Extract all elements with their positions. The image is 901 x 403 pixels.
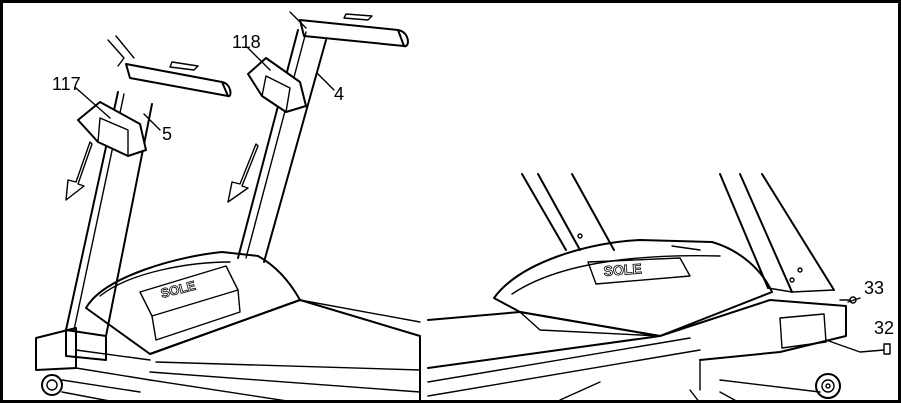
down-arrow-icon — [227, 143, 259, 203]
deck-left — [149, 299, 421, 403]
right-panel: SOLE 33 32 — [427, 173, 894, 403]
screw-32 — [883, 343, 891, 355]
motor-hood-right — [493, 239, 773, 337]
right-console-logo: SOLE — [603, 260, 642, 279]
right-upright — [237, 11, 409, 263]
deck-right — [427, 299, 847, 403]
part-label-5: 5 — [162, 124, 172, 144]
down-arrow-icon — [65, 141, 93, 201]
part-label-4: 4 — [334, 84, 344, 104]
part-117-bracket — [75, 87, 147, 157]
left-panel: SOLE 117 5 118 4 — [35, 11, 421, 403]
part-label-117: 117 — [52, 74, 81, 94]
base-frame-left — [35, 327, 151, 403]
motor-hood-left — [85, 251, 301, 355]
part-118-bracket — [247, 47, 307, 113]
part-label-33: 33 — [864, 278, 884, 298]
bolt-33 — [847, 296, 861, 304]
part-label-118: 118 — [232, 32, 261, 52]
part-label-32: 32 — [874, 318, 894, 338]
